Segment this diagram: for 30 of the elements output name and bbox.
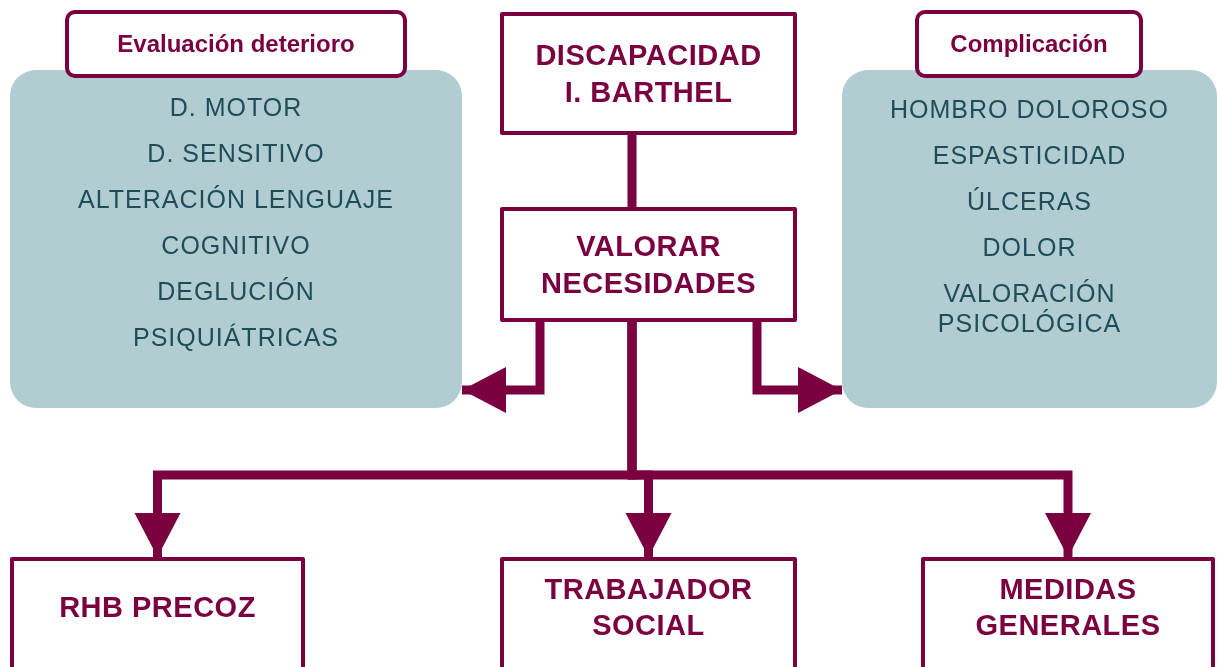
list-item: ÚLCERAS [966,186,1093,216]
list-item: VALORACIÓN PSICOLÓGICA [936,278,1123,338]
box-label: VALORAR NECESIDADES [540,229,757,301]
arrow [462,322,545,413]
box-label: RHB PRECOZ [59,589,256,625]
process-box [10,557,305,667]
list-item: PSIQUIÁTRICAS [132,322,340,352]
list-item: COGNITIVO [161,230,311,260]
list-panel [842,70,1217,408]
heading-tab [65,10,407,78]
heading-text: Complicación [950,30,1108,58]
heading-tab [915,10,1143,78]
box-label: DISCAPACIDAD I. BARTHEL [534,38,763,110]
box-label: MEDIDAS GENERALES [974,571,1162,643]
list-item: DOLOR [982,232,1077,262]
list-item: ESPASTICIDAD [932,140,1127,170]
arrow [627,322,1091,557]
heading-text: Evaluación deterioro [117,30,355,58]
list-panel [10,70,462,408]
process-box [500,557,797,667]
process-box [500,12,797,135]
list-item: DEGLUCIÓN [157,276,315,306]
list-item: ALTERACIÓN LENGUAJE [78,184,394,214]
box-label: TRABAJADOR SOCIAL [543,571,754,643]
process-box [500,207,797,322]
process-box [921,557,1215,667]
list-item: HOMBRO DOLOROSO [890,94,1169,124]
list-item: D. MOTOR [169,92,303,122]
arrow [752,322,842,413]
list-item: D. SENSITIVO [147,138,325,168]
